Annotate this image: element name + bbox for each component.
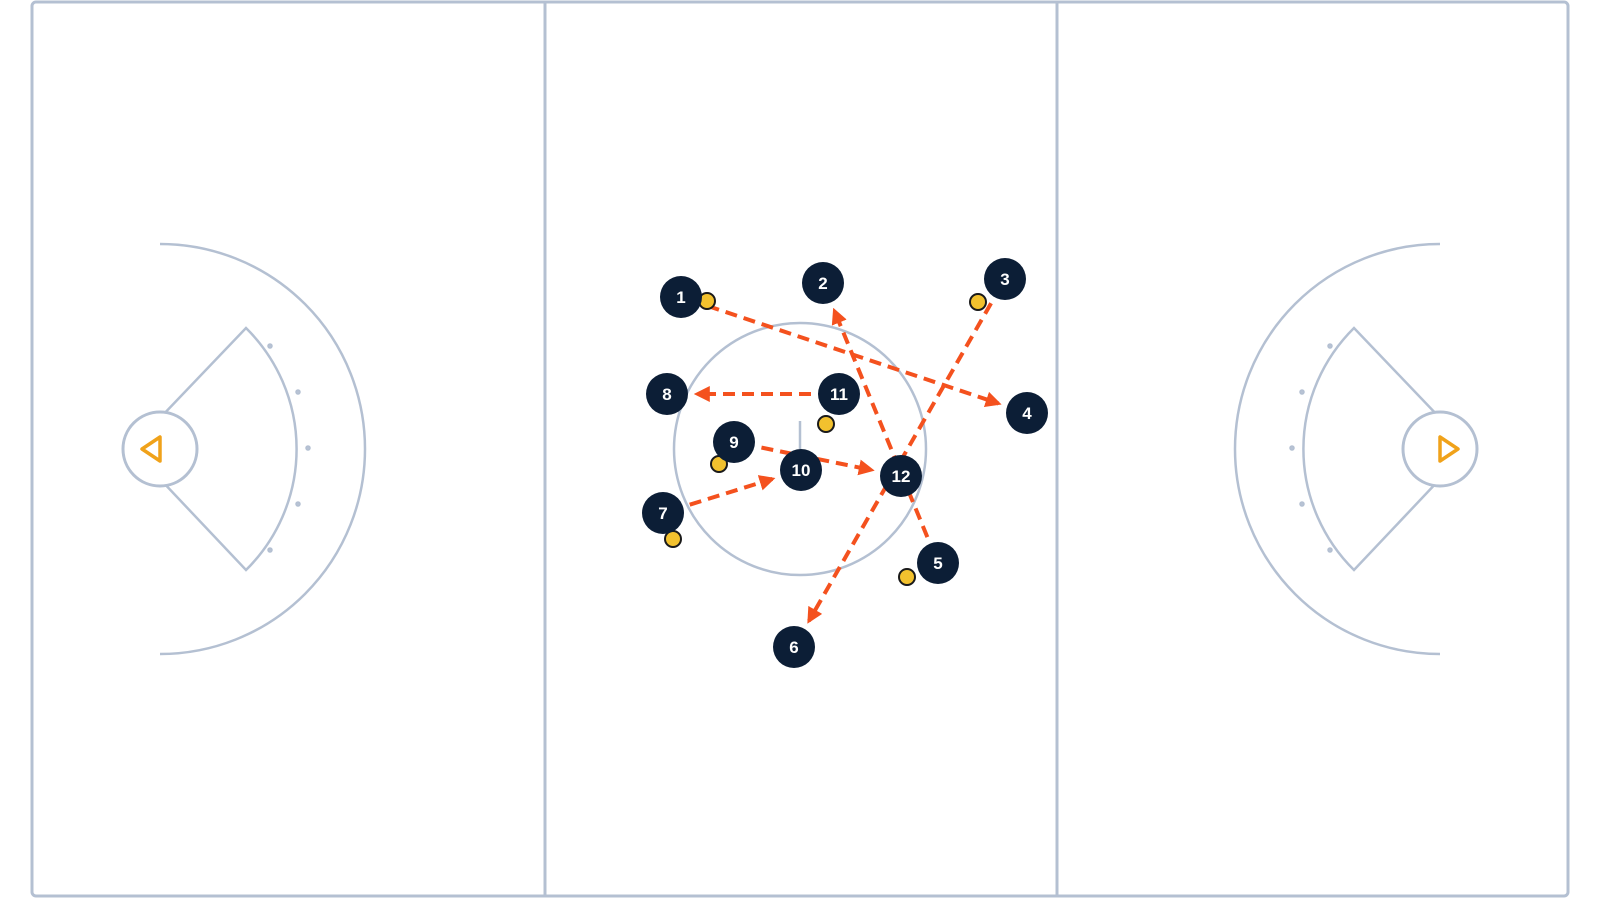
player-8: 8 xyxy=(646,373,688,415)
player-marker xyxy=(880,455,922,497)
player-1: 1 xyxy=(660,276,702,318)
player-number: 8 xyxy=(662,385,671,404)
player-marker xyxy=(1006,392,1048,434)
player-marker xyxy=(818,373,860,415)
right-fan-hashmarks xyxy=(1289,343,1333,553)
ball-player-11 xyxy=(817,415,835,433)
player-10: 10 xyxy=(780,449,822,491)
player-3: 3 xyxy=(984,258,1026,300)
player-number: 10 xyxy=(792,461,811,480)
player-marker xyxy=(984,258,1026,300)
center-circle xyxy=(672,321,928,577)
ball-player-3 xyxy=(969,293,987,311)
player-marker xyxy=(773,626,815,668)
player-number: 4 xyxy=(1022,404,1032,423)
player-7: 7 xyxy=(642,492,684,534)
pass-arrow-3-to-6 xyxy=(807,302,993,624)
left-fan-hashmarks xyxy=(267,343,311,553)
player-number: 2 xyxy=(818,274,827,293)
player-number: 7 xyxy=(658,504,667,523)
left-fan xyxy=(159,326,298,572)
player-number: 6 xyxy=(789,638,798,657)
pass-arrow-5-to-2 xyxy=(831,307,930,538)
right-goal xyxy=(1401,410,1479,488)
player-2: 2 xyxy=(802,262,844,304)
player-6: 6 xyxy=(773,626,815,668)
player-12: 12 xyxy=(880,455,922,497)
player-marker xyxy=(713,421,755,463)
player-number: 1 xyxy=(676,288,685,307)
player-number: 9 xyxy=(729,433,738,452)
player-number: 11 xyxy=(830,385,848,404)
player-11: 11 xyxy=(818,373,860,415)
right-arc xyxy=(1233,242,1441,656)
ball-player-5 xyxy=(898,568,916,586)
player-number: 3 xyxy=(1000,270,1009,289)
player-marker xyxy=(802,262,844,304)
player-4: 4 xyxy=(1006,392,1048,434)
player-marker xyxy=(646,373,688,415)
triangle-right-icon xyxy=(1438,435,1460,463)
pass-arrow-7-to-10 xyxy=(689,475,776,507)
player-marker xyxy=(660,276,702,318)
pass-arrows xyxy=(689,302,1002,624)
left-goal xyxy=(121,410,199,488)
field-boundary xyxy=(30,0,1570,898)
player-number: 12 xyxy=(892,467,911,486)
triangle-left-icon xyxy=(140,435,162,463)
player-marker xyxy=(780,449,822,491)
player-9: 9 xyxy=(713,421,755,463)
player-marker xyxy=(917,542,959,584)
left-arc xyxy=(159,242,367,656)
player-5: 5 xyxy=(917,542,959,584)
player-number: 5 xyxy=(933,554,942,573)
right-fan xyxy=(1302,326,1441,572)
player-marker xyxy=(642,492,684,534)
